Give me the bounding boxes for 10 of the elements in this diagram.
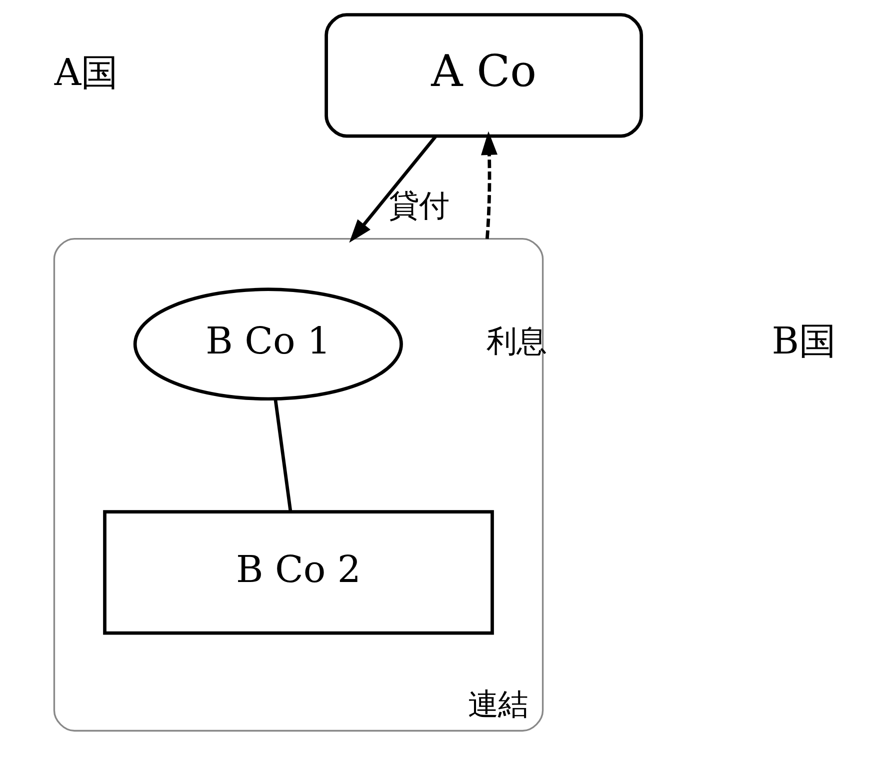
node-box: B Co 2	[102, 510, 494, 635]
arrow	[480, 131, 498, 239]
node-ellipse: B Co 1	[132, 288, 402, 401]
node-box: A Co	[324, 13, 643, 138]
label: A国	[54, 50, 118, 94]
edge-label: 貸付	[388, 188, 448, 224]
edge-label: 利息	[486, 324, 546, 360]
arrow	[348, 136, 436, 243]
connector	[273, 398, 292, 512]
label: B国	[771, 320, 836, 363]
